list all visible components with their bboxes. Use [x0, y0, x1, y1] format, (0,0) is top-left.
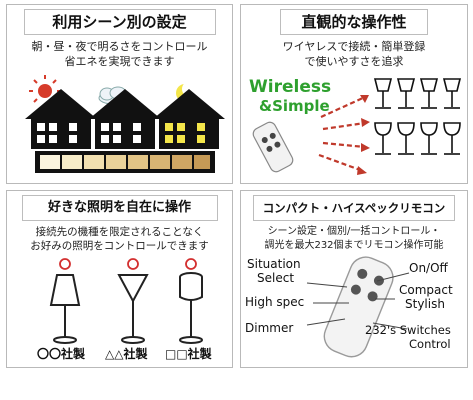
remote-icon — [252, 121, 294, 173]
wireless-panel: 直観的な操作性 ワイヤレスで接続・簡単登録 で使いやすさを追求 Wireless… — [240, 4, 468, 184]
house-icon — [25, 89, 97, 149]
free-panel: 好きな照明を自在に操作 接続先の機種を限定されることなく お好みの照明をコントロ… — [6, 190, 233, 368]
wireless-caption-line1: ワイヤレスで接続・簡単登録 — [282, 40, 426, 53]
scene-title: 利用シーン別の設定 — [23, 9, 216, 35]
brightness-scale — [35, 151, 215, 173]
lamp-icon — [396, 78, 416, 109]
lamp-icon — [374, 122, 392, 155]
lamp-icon — [419, 78, 439, 109]
arrow-icon — [322, 118, 370, 131]
label-switches-line2: Control — [409, 337, 451, 351]
label-dimmer: Dimmer — [245, 321, 294, 335]
remote-icon — [323, 256, 394, 358]
scene-caption-line1: 朝・昼・夜で明るさをコントロール — [31, 40, 208, 53]
lamp-icon — [117, 274, 149, 344]
remote-title: コンパクト・ハイスペックリモコン — [253, 195, 455, 221]
lamp-icon — [420, 122, 438, 155]
lamp-label-2: △△社製 — [105, 347, 148, 361]
remote-illustration — [306, 256, 410, 358]
lamp-label-1: 〇〇社製 — [37, 347, 86, 361]
remote-caption-line2: 調光を最大232個までリモコン操作可能 — [264, 240, 444, 251]
wireless-illustration — [252, 78, 462, 175]
lamp-icon — [179, 272, 203, 344]
label-onoff: On/Off — [409, 261, 448, 275]
lamp-icon — [443, 122, 461, 155]
free-caption-line2: お好みの照明をコントロールできます — [30, 240, 209, 252]
lamp-icon — [442, 78, 462, 109]
lamp-icon — [397, 122, 415, 155]
arrow-icon — [322, 141, 370, 152]
wireless-logo-line2: &Simple — [259, 97, 330, 115]
wireless-caption-line2: で使いやすさを追求 — [304, 55, 404, 68]
label-compact-line1: Compact — [399, 283, 453, 297]
free-title: 好きな照明を自在に操作 — [21, 195, 218, 221]
free-illustration — [49, 258, 203, 344]
remote-caption-line1: シーン設定・個別/一括コントロール・ — [267, 226, 441, 237]
wireless-logo-line1: Wireless — [249, 77, 332, 97]
arrow-icon — [320, 95, 369, 119]
house-icon — [153, 89, 225, 149]
lamp-icon — [373, 78, 393, 109]
scene-caption-line2: 省エネを実現できます — [64, 55, 175, 68]
lamp-icon — [49, 274, 81, 344]
label-compact-line2: Stylish — [405, 297, 445, 311]
lamp-label-3: □□社製 — [165, 347, 212, 361]
label-highspec: High spec — [245, 295, 305, 309]
label-situation-line1: Situation — [247, 257, 301, 271]
scene-panel: 利用シーン別の設定 朝・昼・夜で明るさをコントロール 省エネを実現できます — [6, 4, 233, 184]
scene-illustration — [25, 75, 225, 173]
free-caption-line1: 接続先の機種を限定されることなく — [35, 226, 204, 238]
label-situation-line2: Select — [257, 271, 295, 285]
wireless-title: 直観的な操作性 — [280, 9, 428, 35]
house-icon — [89, 89, 161, 149]
label-switches-line1: 232's Switches — [365, 323, 451, 337]
remote-panel: コンパクト・ハイスペックリモコン シーン設定・個別/一括コントロール・ 調光を最… — [240, 190, 468, 368]
arrow-icon — [318, 153, 367, 175]
